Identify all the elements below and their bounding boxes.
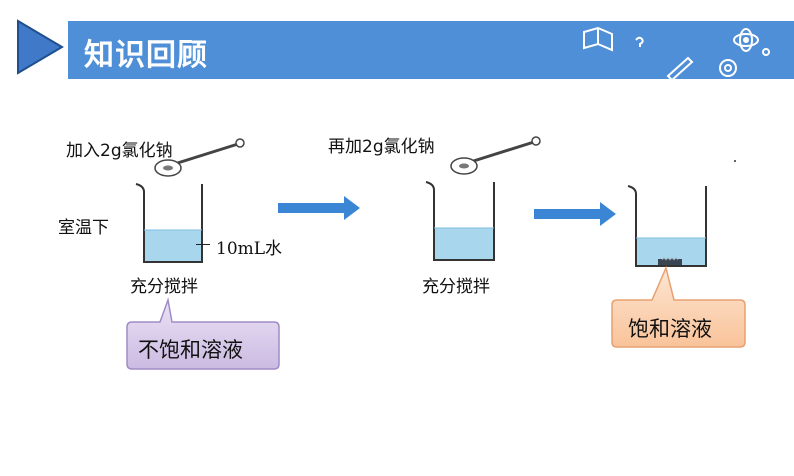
beaker-stirring [425, 181, 495, 261]
right-arrow-icon [534, 202, 616, 226]
add-more-salt-label: 再加2g氯化钠 [328, 137, 435, 157]
stir-label-1: 充分搅拌 [130, 277, 198, 297]
beaker-saturated [627, 185, 707, 267]
add-salt-label: 加入2g氯化钠 [66, 141, 173, 161]
room-temp-label: 室温下 [58, 218, 109, 238]
page-title: 知识回顾 [84, 38, 208, 73]
spoon-icon [450, 136, 541, 175]
science-doodles-icon [583, 26, 770, 82]
saturated-callout [611, 265, 746, 348]
water-volume-label: 10mL水 [216, 239, 283, 259]
header-triangle-icon [17, 19, 64, 75]
unsaturated-solution-label: 不饱和溶液 [138, 338, 243, 362]
unsaturated-callout [126, 297, 280, 370]
saturated-solution-label: 饱和溶液 [628, 317, 712, 341]
right-arrow-icon [278, 196, 360, 220]
stray-dot [734, 160, 736, 162]
stir-label-2: 充分搅拌 [422, 277, 490, 297]
beaker-unsaturated [135, 183, 203, 263]
pointer-line [196, 244, 210, 245]
spoon-icon [154, 138, 245, 177]
header-bar [68, 21, 794, 79]
